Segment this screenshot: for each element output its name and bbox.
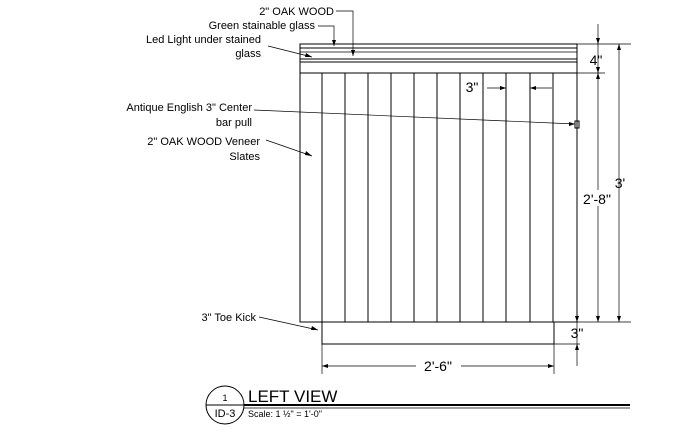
dim-label-width: 2'-6" — [424, 358, 452, 374]
dim-total-height — [617, 44, 621, 322]
note-toe-kick: 3" Toe Kick — [202, 312, 257, 324]
dim-label-top-band: 4" — [590, 52, 603, 68]
dim-right-extensions — [554, 43, 631, 345]
view-title: LEFT VIEW — [248, 387, 337, 406]
leader-bar-pull — [253, 109, 576, 126]
leader-oak-wood — [336, 10, 355, 56]
title-block — [205, 385, 630, 425]
dim-label-toe-kick: 3" — [571, 325, 584, 341]
note-bar-pull-line1: Antique English 3" Center — [126, 102, 252, 114]
dim-label-slat-width: 3" — [466, 79, 479, 95]
dim-width — [321, 344, 555, 374]
bar-pull — [574, 120, 580, 129]
dim-top-band — [596, 24, 600, 73]
top-band — [299, 43, 578, 74]
leader-green-glass — [318, 25, 336, 46]
toe-kick — [321, 321, 555, 345]
sheet-number: ID-3 — [215, 408, 236, 420]
veneer-slats — [321, 73, 554, 322]
detail-number: 1 — [222, 393, 227, 403]
leader-veneer — [265, 139, 313, 157]
note-led-line2: glass — [235, 48, 261, 60]
leader-led-light — [267, 45, 313, 58]
note-bar-pull-line2: bar pull — [216, 117, 252, 129]
note-veneer-line1: 2" OAK WOOD Veneer — [147, 136, 260, 148]
note-oak-wood: 2" OAK WOOD — [259, 6, 334, 18]
dim-label-body-height: 2'-8" — [583, 191, 611, 207]
note-green-glass: Green stainable glass — [209, 20, 316, 32]
dim-toe-kick-height — [575, 302, 579, 366]
scale-note: Scale: 1 ½" = 1'-0" — [248, 409, 322, 419]
note-veneer-line2: Slates — [229, 151, 260, 163]
cabinet-body — [299, 72, 578, 323]
note-led-line1: Led Light under stained — [146, 34, 261, 46]
leader-toe-kick — [258, 316, 319, 331]
dim-label-total-height: 3' — [615, 175, 625, 191]
dim-slat-width — [487, 86, 552, 90]
